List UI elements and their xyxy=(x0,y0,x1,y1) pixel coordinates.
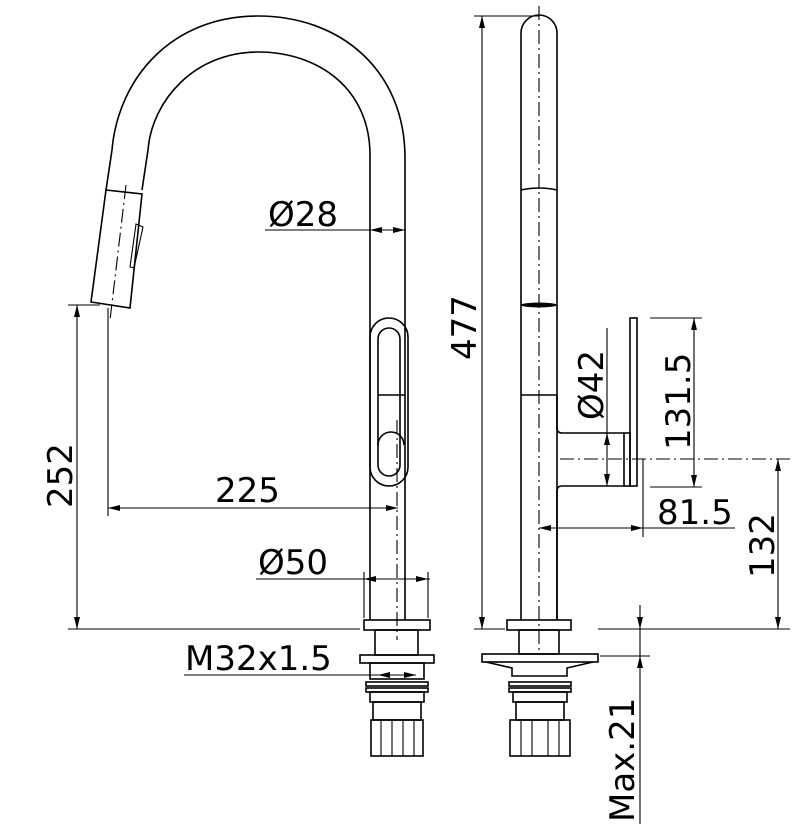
arrow-head xyxy=(416,576,428,582)
arrow-head xyxy=(479,617,485,629)
handle-outer xyxy=(369,317,409,487)
dim-label-base-diameter: Ø50 xyxy=(258,543,328,583)
side-shank-lower xyxy=(515,701,565,721)
mounting-nut xyxy=(369,662,425,680)
arrow-head xyxy=(775,617,781,629)
side-connector-knurl xyxy=(509,719,571,757)
shank-lower xyxy=(372,701,422,721)
side-thread-ring-1 xyxy=(508,681,572,687)
spout-inner-contour xyxy=(141,51,371,620)
arrow-head xyxy=(691,318,697,330)
arrow-head xyxy=(775,459,781,471)
dim-label-thread: M32x1.5 xyxy=(185,639,332,679)
arrow-head xyxy=(393,227,405,233)
arrow-head xyxy=(539,525,551,531)
spray-head-centerline xyxy=(109,184,127,321)
arrow-head xyxy=(604,433,610,445)
dim-label-handle-diameter: Ø42 xyxy=(572,350,612,420)
thread-ring-1 xyxy=(365,681,429,687)
arrow-head xyxy=(370,227,382,233)
spray-head-button xyxy=(129,223,144,269)
handle-profile xyxy=(556,395,624,620)
arrow-head xyxy=(364,576,376,582)
mounting-plate xyxy=(359,654,435,664)
arrow-head xyxy=(74,617,80,629)
front-view: Ø28 225 252 Ø50 M32x1.5 xyxy=(41,15,435,757)
dim-label-handle-projection: 81.5 xyxy=(657,493,733,533)
arrow-head xyxy=(691,475,697,487)
joint-line-upper xyxy=(520,187,558,191)
arrow-head xyxy=(108,505,120,511)
handle-cap-arc xyxy=(377,431,405,446)
arrow-head xyxy=(637,617,643,629)
dim-label-max-deck-thickness: Max.21 xyxy=(603,698,643,822)
side-thread-ring-3 xyxy=(512,691,568,703)
arrow-head xyxy=(637,656,643,668)
dim-label-plate-height: 131.5 xyxy=(659,353,699,450)
arrow-head xyxy=(386,505,398,511)
arrow-head xyxy=(479,16,485,28)
spray-head xyxy=(90,189,143,309)
side-view: 477 Ø42 131.5 81.5 132 Max.21 xyxy=(445,6,790,824)
thread-ring-3 xyxy=(369,691,425,703)
dim-label-spout-reach: 225 xyxy=(215,471,280,511)
connector-knurl xyxy=(370,719,424,757)
arrow-head xyxy=(604,474,610,486)
handle-inner xyxy=(377,327,401,477)
dim-label-total-height: 477 xyxy=(445,295,485,360)
side-mounting-plate xyxy=(481,653,599,663)
side-plate-bevel xyxy=(485,661,594,677)
arrow-head xyxy=(404,672,416,678)
joint-line-lower xyxy=(521,302,557,308)
dim-label-axis-height: 132 xyxy=(743,513,783,578)
arrow-head xyxy=(378,672,390,678)
shank-upper xyxy=(374,629,419,656)
dim-label-spout-diameter: Ø28 xyxy=(268,195,338,235)
spout-outer-contour xyxy=(105,15,406,620)
arrow-head xyxy=(74,305,80,317)
arrow-head xyxy=(631,525,643,531)
handle-plate xyxy=(629,317,638,487)
dim-label-outlet-height: 252 xyxy=(41,443,81,508)
